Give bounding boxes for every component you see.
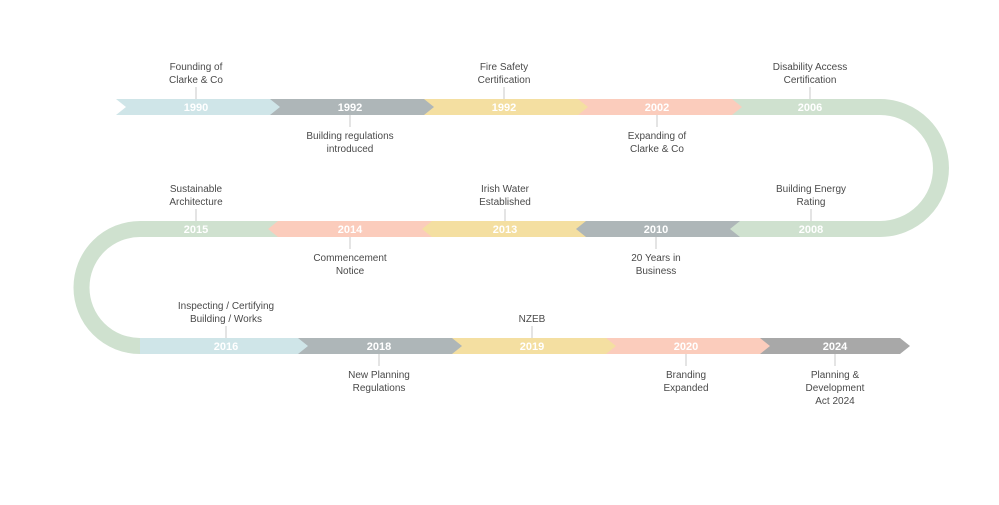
milestone-arrow-8 (266, 221, 432, 237)
milestone-label-line: Act 2024 (815, 396, 855, 407)
milestone-label-12: NZEB (519, 314, 546, 325)
milestone-year-5: 2008 (799, 224, 823, 236)
milestone-arrow-13 (606, 338, 772, 354)
milestone-label-line: Architecture (169, 197, 223, 208)
milestone-label-line: Building regulations (306, 131, 393, 142)
milestone-label-line: Development (806, 383, 865, 394)
milestone-year-6: 2010 (644, 224, 668, 236)
milestone-label-line: 20 Years in (631, 253, 681, 264)
milestone-label-line: Clarke & Co (630, 144, 684, 155)
milestone-label-line: Building Energy (776, 184, 846, 195)
milestone-arrow-10 (140, 338, 310, 354)
milestone-arrow-12 (452, 338, 618, 354)
milestone-label-line: Expanded (663, 383, 708, 394)
milestone-year-12: 2019 (520, 341, 544, 353)
milestone-label-line: Certification (478, 75, 531, 86)
milestone-arrow-1 (270, 99, 436, 115)
milestone-arrow-6 (574, 221, 740, 237)
milestone-label-line: Disability Access (773, 62, 847, 73)
milestone-year-4: 2006 (798, 102, 822, 114)
milestone-label-3: Expanding of Clarke & Co (628, 131, 687, 155)
milestone-year-7: 2013 (493, 224, 517, 236)
milestone-label-line: Expanding of (628, 131, 687, 142)
milestone-year-8: 2014 (338, 224, 363, 236)
milestone-label-line: Building / Works (190, 314, 262, 325)
milestone-year-3: 2002 (645, 102, 669, 114)
milestone-label-line: Established (479, 197, 531, 208)
milestone-label-line: Planning & (811, 370, 860, 381)
milestone-label-line: Commencement (313, 253, 387, 264)
milestone-arrow-14 (760, 338, 910, 354)
milestone-label-line: Inspecting / Certifying (178, 301, 274, 312)
milestone-label-1: Building regulations introduced (306, 131, 393, 155)
right-curve (879, 99, 949, 237)
milestone-label-6: 20 Years in Business (631, 253, 681, 277)
milestone-label-line: Founding of (170, 62, 223, 73)
milestone-year-11: 2018 (367, 341, 391, 353)
milestone-label-line: Notice (336, 266, 365, 277)
milestone-arrow-7 (420, 221, 586, 237)
left-curve (73, 221, 141, 354)
milestone-year-10: 2016 (214, 341, 238, 353)
milestone-label-line: Rating (797, 197, 826, 208)
milestone-year-9: 2015 (184, 224, 208, 236)
milestone-arrow-5 (728, 221, 880, 237)
milestone-label-line: NZEB (519, 314, 546, 325)
milestone-year-13: 2020 (674, 341, 698, 353)
milestone-arrow-11 (298, 338, 464, 354)
milestone-year-0: 1990 (184, 102, 208, 114)
milestone-arrow-0 (116, 99, 282, 115)
milestone-year-1: 1992 (338, 102, 362, 114)
milestone-label-line: Clarke & Co (169, 75, 223, 86)
milestone-label-line: Fire Safety (480, 62, 528, 73)
milestone-label-line: Irish Water (481, 184, 530, 195)
milestone-label-line: Sustainable (170, 184, 223, 195)
milestone-label-line: Regulations (353, 383, 406, 394)
milestone-arrow-9 (140, 221, 278, 237)
milestone-arrow-2 (424, 99, 590, 115)
milestone-label-0: Founding of Clarke & Co (169, 62, 223, 86)
milestone-label-line: Branding (666, 370, 706, 381)
milestone-year-14: 2024 (823, 341, 848, 353)
milestone-arrow-4 (732, 99, 880, 115)
milestone-label-line: introduced (327, 144, 374, 155)
milestone-label-line: Business (636, 266, 677, 277)
milestone-year-2: 1992 (492, 102, 516, 114)
milestone-label-line: New Planning (348, 370, 410, 381)
milestone-arrow-3 (578, 99, 744, 115)
milestone-label-line: Certification (784, 75, 837, 86)
